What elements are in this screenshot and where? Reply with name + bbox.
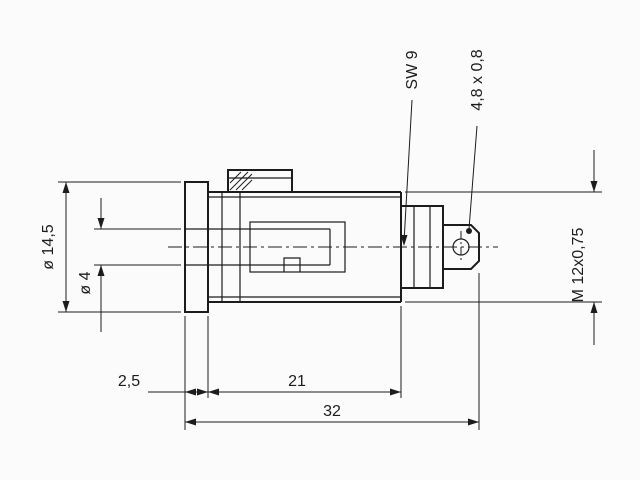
key-hatch xyxy=(229,171,253,191)
label-thread-length: 21 xyxy=(288,373,306,390)
dim-offset-and-thread-length xyxy=(148,388,401,396)
flange xyxy=(184,181,209,313)
label-thread-spec: M 12x0,75 xyxy=(570,228,587,303)
dim-flange-diameter xyxy=(58,181,181,313)
label-flange-diameter: ø 14,5 xyxy=(40,224,57,269)
label-overall-length: 32 xyxy=(323,403,341,420)
label-bore-diameter: ø 4 xyxy=(77,271,94,294)
label-wrench-size: SW 9 xyxy=(404,50,421,89)
leader-tab-size xyxy=(466,125,478,234)
socket-bore xyxy=(185,228,331,266)
internal-contact xyxy=(249,221,346,273)
label-flange-offset: 2,5 xyxy=(118,373,140,390)
dim-bore-diameter xyxy=(94,198,181,332)
key-tab xyxy=(227,169,293,193)
tab-terminal xyxy=(442,224,480,270)
dim-overall-length xyxy=(185,418,479,426)
part-outline xyxy=(184,169,402,313)
leader-wrench-size xyxy=(400,99,413,246)
bottom-extension-lines xyxy=(184,273,480,430)
label-tab-size: 4,8 x 0,8 xyxy=(469,49,486,110)
dim-thread xyxy=(405,150,602,345)
